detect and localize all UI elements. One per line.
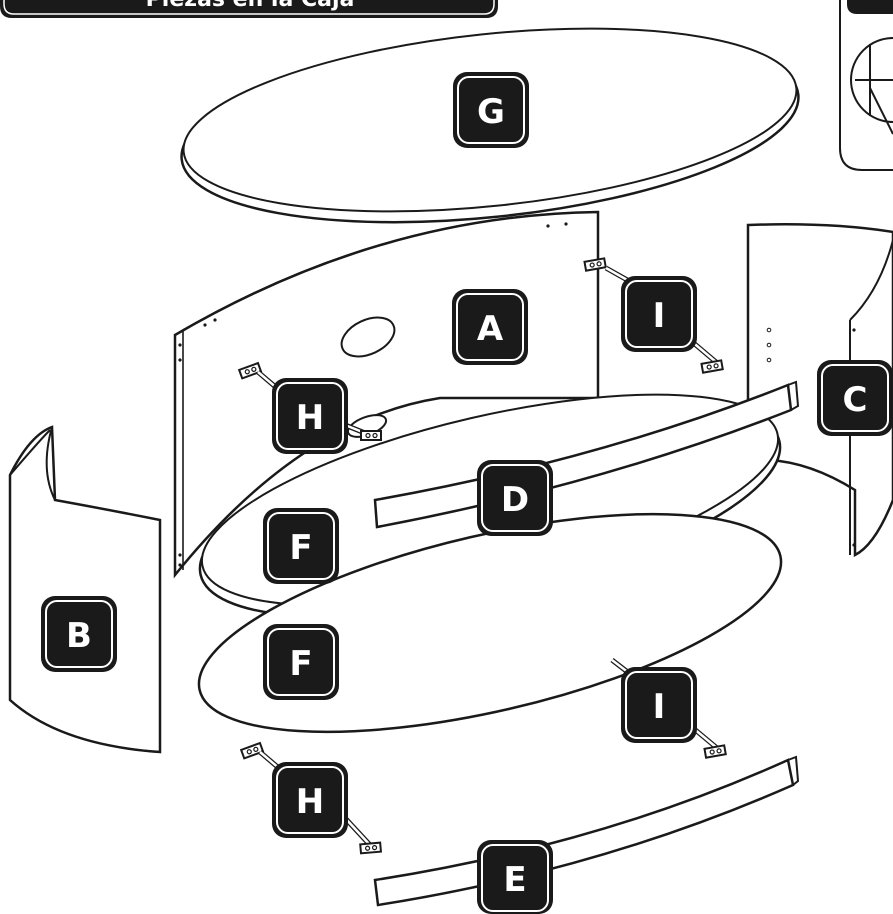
part-e-bottom-rail xyxy=(373,755,800,907)
label-e-text: E xyxy=(503,860,526,900)
label-i-lower: I xyxy=(621,667,697,743)
label-f-upper: F xyxy=(263,508,339,584)
header-banner: Piezas en la Caja xyxy=(0,0,498,18)
label-g: G xyxy=(453,72,529,148)
label-h-lower: H xyxy=(272,762,348,838)
label-b-text: B xyxy=(66,616,92,656)
label-b: B xyxy=(41,596,117,672)
label-i-upper-text: I xyxy=(653,296,666,336)
label-f-lower-text: F xyxy=(289,644,312,684)
label-a-text: A xyxy=(477,309,504,349)
label-h-upper: H xyxy=(272,378,348,454)
label-e: E xyxy=(477,840,553,914)
inset-detail-panel xyxy=(839,0,893,171)
label-g-text: G xyxy=(477,92,505,132)
label-f-lower: F xyxy=(263,624,339,700)
part-b-left-side-panel xyxy=(8,425,162,754)
label-i-upper: I xyxy=(621,276,697,352)
label-d: D xyxy=(477,460,553,536)
label-i-lower-text: I xyxy=(653,687,666,727)
cable-hole xyxy=(340,316,396,358)
part-f-lower-shelf xyxy=(197,512,783,734)
label-h-lower-text: H xyxy=(296,782,324,822)
label-d-text: D xyxy=(501,480,529,520)
label-a: A xyxy=(452,289,528,365)
inset-hardware-icon xyxy=(850,37,893,135)
banner-title: Piezas en la Caja xyxy=(146,0,355,12)
label-f-upper-text: F xyxy=(289,528,312,568)
label-c: C xyxy=(817,360,893,436)
label-h-upper-text: H xyxy=(296,398,324,438)
label-c-text: C xyxy=(843,380,868,420)
